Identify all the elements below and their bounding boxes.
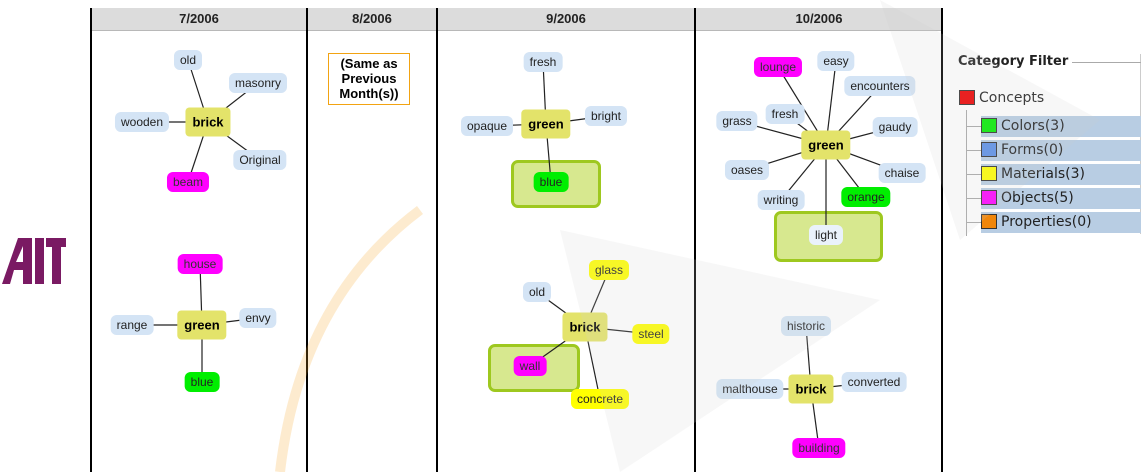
tree-connector [966, 150, 982, 151]
month-header-7-2006: 7/2006 [179, 11, 219, 26]
center-term[interactable]: green [521, 109, 571, 139]
month-header-8-2006: 8/2006 [352, 11, 392, 26]
filter-title-rule [1053, 62, 1141, 63]
materials-color-swatch [981, 166, 997, 181]
term-node[interactable]: Original [233, 150, 287, 170]
tree-connector [966, 174, 982, 175]
center-term[interactable]: brick [788, 374, 834, 404]
column-divider [90, 8, 92, 472]
forms-color-swatch [981, 142, 997, 157]
column-divider [694, 8, 696, 472]
term-node[interactable]: opaque [460, 116, 514, 136]
term-node[interactable]: writing [757, 190, 805, 210]
term-node-object-highlighted[interactable]: wall [513, 356, 547, 376]
tree-connector [966, 110, 967, 236]
term-node[interactable]: gaudy [872, 117, 918, 137]
ait-logo [2, 238, 66, 284]
term-node-highlighted[interactable]: light [808, 225, 844, 245]
filter-item-label: Concepts [979, 90, 1045, 106]
term-node[interactable]: grass [716, 111, 758, 131]
column-divider [941, 8, 943, 472]
center-term[interactable]: green [801, 130, 851, 160]
term-node[interactable]: bright [584, 106, 628, 126]
tree-connector [966, 198, 982, 199]
term-node-object[interactable]: house [177, 254, 223, 274]
term-node[interactable]: chaise [878, 163, 926, 183]
month-header-9-2006: 9/2006 [546, 11, 586, 26]
term-node-material[interactable]: glass [588, 260, 630, 280]
term-node[interactable]: easy [817, 51, 855, 71]
filter-item-label: Materials(3) [1001, 166, 1085, 182]
term-node-material[interactable]: steel [632, 324, 670, 344]
term-node[interactable]: fresh [765, 104, 805, 124]
term-node[interactable]: historic [780, 316, 832, 336]
term-node-object[interactable]: building [792, 438, 846, 458]
term-node[interactable]: masonry [228, 73, 288, 93]
term-node[interactable]: range [110, 315, 154, 335]
tree-connector [966, 126, 982, 127]
center-term[interactable]: green [177, 310, 227, 340]
center-term[interactable]: brick [562, 312, 608, 342]
term-node[interactable]: oases [724, 160, 770, 180]
term-node[interactable]: old [522, 282, 552, 302]
term-node-color[interactable]: orange [841, 187, 891, 207]
column-divider [436, 8, 438, 472]
term-node[interactable]: wooden [114, 112, 170, 132]
filter-item-label: Colors(3) [1001, 118, 1065, 134]
tree-connector [966, 222, 982, 223]
month-header-10-2006: 10/2006 [795, 11, 843, 26]
filter-item-label: Properties(0) [1001, 214, 1092, 230]
objects-color-swatch [981, 190, 997, 205]
month-header-bar [92, 8, 942, 31]
filter-item-label: Objects(5) [1001, 190, 1074, 206]
filter-item-forms[interactable]: Forms(0) [981, 140, 1141, 161]
colors-color-swatch [981, 118, 997, 133]
term-node[interactable]: encounters [844, 76, 916, 96]
term-node[interactable]: envy [239, 308, 277, 328]
term-node[interactable]: malthouse [716, 379, 784, 399]
center-term[interactable]: brick [185, 107, 231, 137]
filter-item-objects[interactable]: Objects(5) [981, 188, 1141, 209]
category-filter-title: Category Filter [958, 54, 1073, 69]
term-node[interactable]: converted [841, 372, 907, 392]
same-as-previous-note: (Same as Previous Month(s)) [328, 53, 410, 105]
term-node[interactable]: fresh [523, 52, 563, 72]
term-node-color-highlighted[interactable]: blue [533, 172, 569, 192]
filter-item-colors[interactable]: Colors(3) [981, 116, 1141, 137]
filter-item-label: Forms(0) [1001, 142, 1064, 158]
term-node[interactable]: old [173, 50, 203, 70]
term-node-object[interactable]: lounge [753, 57, 803, 77]
filter-item-properties[interactable]: Properties(0) [981, 212, 1141, 233]
concepts-color-swatch [959, 90, 975, 105]
term-node-material[interactable]: concrete [570, 389, 630, 409]
properties-color-swatch [981, 214, 997, 229]
column-divider [306, 8, 308, 472]
filter-item-materials[interactable]: Materials(3) [981, 164, 1141, 185]
filter-item-concepts[interactable]: Concepts [959, 88, 1129, 109]
term-node-color[interactable]: blue [184, 372, 220, 392]
term-node-object[interactable]: beam [166, 172, 210, 192]
